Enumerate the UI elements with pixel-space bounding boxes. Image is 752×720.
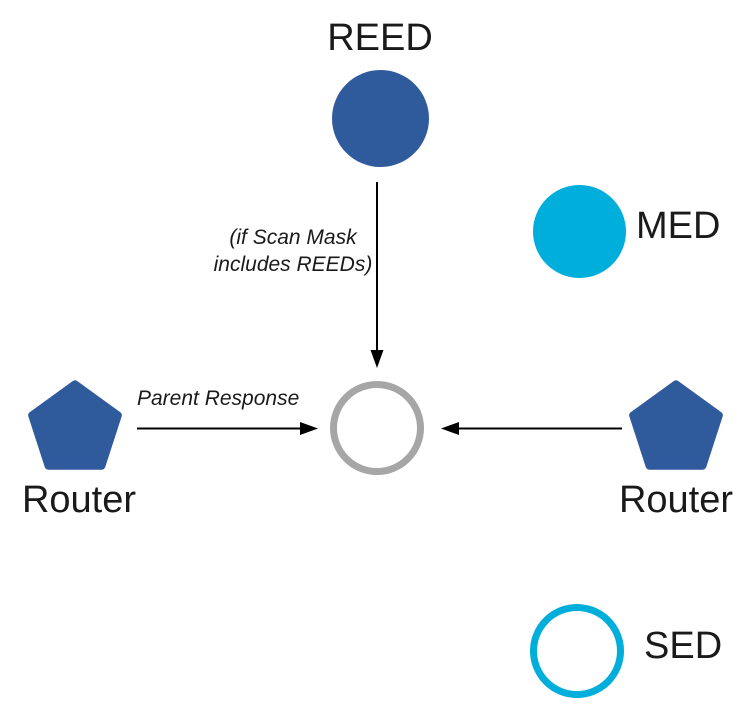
sed-node-circle — [530, 604, 624, 698]
reed-label: REED — [327, 17, 433, 59]
router-left-pentagon — [28, 380, 122, 470]
center-node-circle — [330, 381, 424, 475]
sed-label: SED — [644, 625, 723, 667]
scan-mask-note: (if Scan Mask includes REEDs) — [213, 226, 373, 276]
parent-response-label: Parent Response — [137, 387, 300, 410]
router-right-label: Router — [618, 479, 734, 521]
parent-response-arrow — [137, 422, 318, 435]
med-node-circle — [533, 185, 626, 278]
router-right-pentagon — [629, 380, 723, 470]
router-right-to-center-arrow — [441, 422, 622, 435]
router-left-label: Router — [21, 479, 137, 521]
med-label: MED — [636, 205, 721, 247]
reed-node-circle — [332, 70, 429, 167]
